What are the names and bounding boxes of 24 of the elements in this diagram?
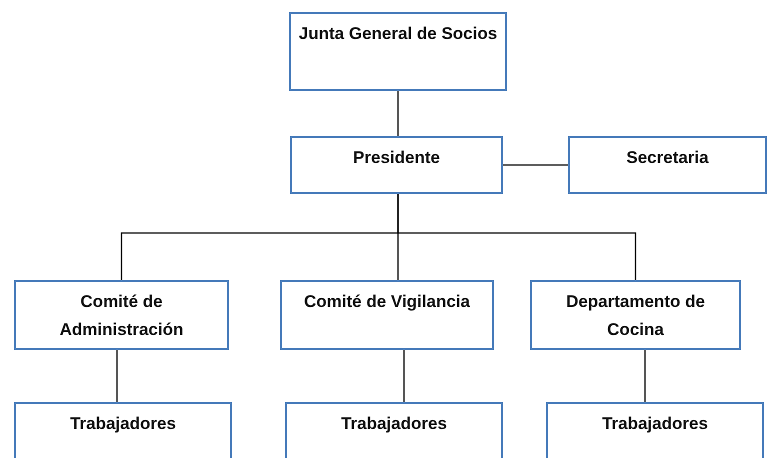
box-label: Secretaria bbox=[626, 147, 709, 169]
box-label: Trabajadores bbox=[341, 413, 447, 435]
connector-line bbox=[397, 194, 636, 280]
box-label: Presidente bbox=[353, 147, 440, 169]
org-box bbox=[280, 280, 494, 350]
org-box bbox=[285, 402, 503, 458]
org-box bbox=[290, 136, 503, 194]
box-label: Comité de Administración bbox=[58, 291, 184, 341]
box-label: Comité de Vigilancia bbox=[304, 291, 470, 313]
org-box bbox=[14, 402, 232, 458]
connector-line bbox=[403, 350, 405, 402]
org-box bbox=[289, 12, 507, 91]
box-label: Departamento de Cocina bbox=[565, 291, 706, 341]
connector-line bbox=[116, 350, 118, 402]
org-box bbox=[546, 402, 764, 458]
org-box bbox=[568, 136, 767, 194]
connector-line bbox=[397, 91, 399, 136]
org-box bbox=[14, 280, 229, 350]
box-label: Trabajadores bbox=[602, 413, 708, 435]
box-label: Junta General de Socios bbox=[298, 23, 498, 45]
connector-line bbox=[503, 164, 568, 166]
connector-line bbox=[644, 350, 646, 402]
box-label: Trabajadores bbox=[70, 413, 176, 435]
org-box bbox=[530, 280, 741, 350]
